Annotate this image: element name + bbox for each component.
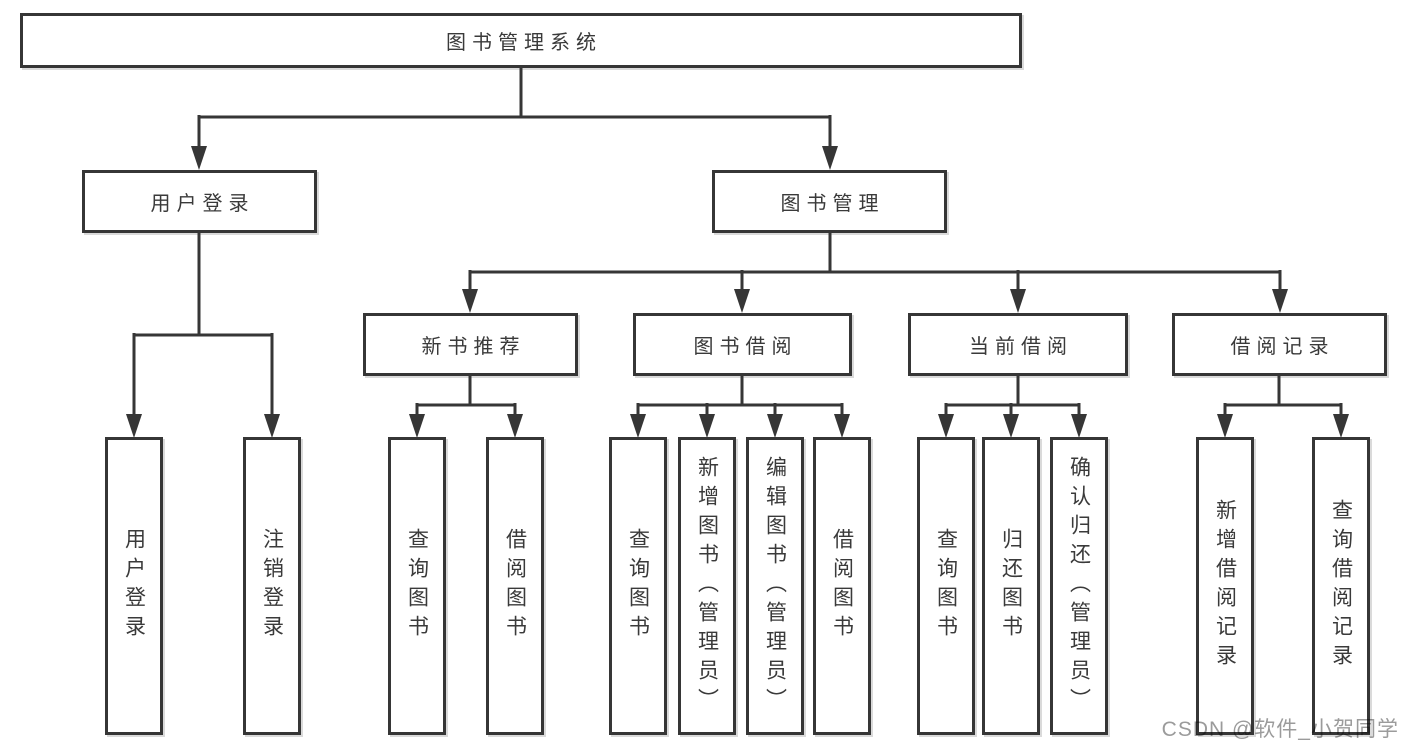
leaf-query-borrow-record: 查询借阅记录 <box>1312 437 1370 735</box>
node-label: 新增借阅记录 <box>1213 499 1237 673</box>
node-label: 查询图书 <box>405 528 429 644</box>
node-label: 当前借阅 <box>969 336 1073 358</box>
arrowhead <box>834 414 850 438</box>
arrowhead <box>191 146 207 170</box>
node-label: 用户登录 <box>122 528 146 644</box>
node-label: 注销登录 <box>260 528 284 644</box>
leaf-query-books-recommend: 查询图书 <box>388 437 446 735</box>
leaf-user-login: 用户登录 <box>105 437 163 735</box>
node-label: 图书借阅 <box>693 336 798 358</box>
node-label: 编辑图书（管理员） <box>763 455 787 717</box>
node-borrowing-records: 借阅记录 <box>1172 313 1387 376</box>
node-label: 查询借阅记录 <box>1329 499 1353 673</box>
arrowhead <box>699 414 715 438</box>
node-book-management: 图书管理 <box>712 170 947 233</box>
node-user-login: 用户登录 <box>82 170 317 233</box>
arrowhead <box>734 289 750 313</box>
node-book-borrowing: 图书借阅 <box>633 313 852 376</box>
node-label: 确认归还（管理员） <box>1067 455 1091 717</box>
node-label: 图书管理 <box>780 193 885 215</box>
arrowhead <box>462 289 478 313</box>
arrowhead <box>264 414 280 438</box>
arrowhead <box>630 414 646 438</box>
leaf-edit-books-admin: 编辑图书（管理员） <box>746 437 804 735</box>
node-label: 归还图书 <box>999 528 1023 644</box>
leaf-logout: 注销登录 <box>243 437 301 735</box>
arrowhead <box>507 414 523 438</box>
leaf-borrow-books-recommend: 借阅图书 <box>486 437 544 735</box>
leaf-query-books-current: 查询图书 <box>917 437 975 735</box>
arrowhead <box>938 414 954 438</box>
arrowhead <box>822 146 838 170</box>
leaf-query-books-borrowing: 查询图书 <box>609 437 667 735</box>
node-label: 新增图书（管理员） <box>695 455 719 717</box>
arrowhead <box>1272 289 1288 313</box>
arrowhead <box>767 414 783 438</box>
arrowhead <box>1333 414 1349 438</box>
arrowhead <box>409 414 425 438</box>
node-label: 新书推荐 <box>421 336 526 358</box>
node-label: 查询图书 <box>934 528 958 644</box>
arrowhead <box>126 414 142 438</box>
arrowhead <box>1003 414 1019 438</box>
leaf-add-books-admin: 新增图书（管理员） <box>678 437 736 735</box>
node-label: 用户登录 <box>150 193 255 215</box>
node-label: 图书管理系统 <box>446 32 602 54</box>
leaf-borrow-books: 借阅图书 <box>813 437 871 735</box>
arrowhead <box>1071 414 1087 438</box>
leaf-confirm-return-admin: 确认归还（管理员） <box>1050 437 1108 735</box>
leaf-add-borrow-record: 新增借阅记录 <box>1196 437 1254 735</box>
node-current-borrowing: 当前借阅 <box>908 313 1128 376</box>
node-new-book-recommend: 新书推荐 <box>363 313 578 376</box>
node-label: 借阅图书 <box>503 528 527 644</box>
node-label: 借阅记录 <box>1230 336 1335 358</box>
arrowhead <box>1010 289 1026 313</box>
node-label: 查询图书 <box>626 528 650 644</box>
csdn-watermark: CSDN @软件_小贺同学 <box>1161 718 1399 741</box>
node-root: 图书管理系统 <box>20 13 1022 68</box>
arrowhead <box>1217 414 1233 438</box>
node-label: 借阅图书 <box>830 528 854 644</box>
leaf-return-books: 归还图书 <box>982 437 1040 735</box>
